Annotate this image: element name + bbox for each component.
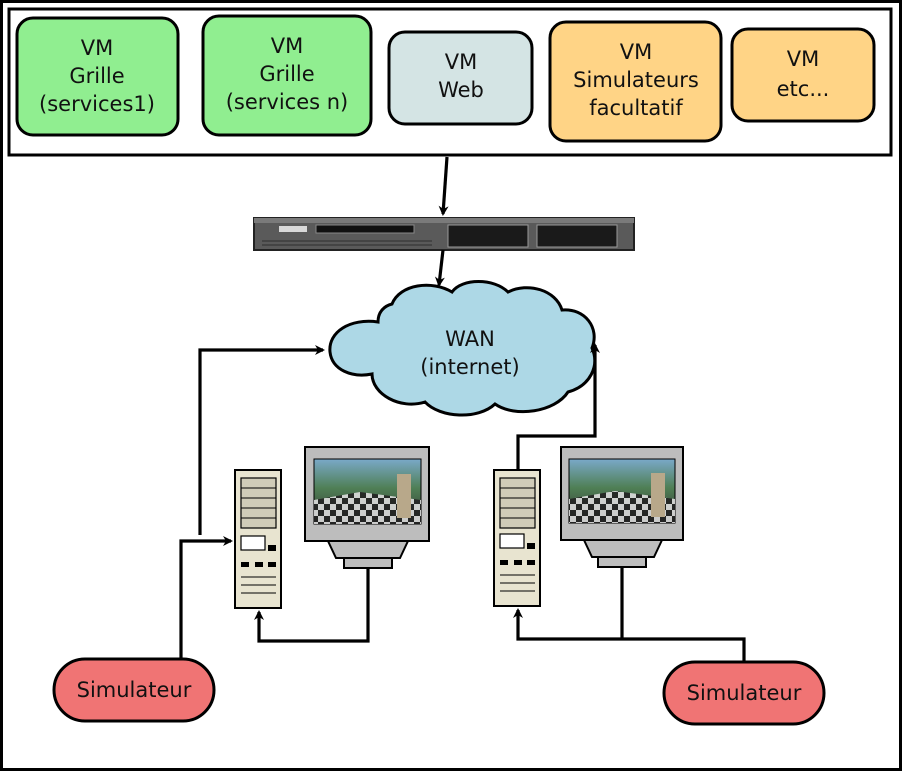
link-left-monitor-to-pc bbox=[254, 568, 370, 643]
arrow-server-to-wan bbox=[434, 249, 445, 287]
simulator-node-left: Simulateur bbox=[52, 657, 216, 723]
rack-slot-1 bbox=[315, 224, 415, 234]
rack-bay-2 bbox=[536, 224, 618, 248]
vm-box-bg bbox=[201, 14, 373, 137]
desktop-tower-icon-right bbox=[493, 469, 541, 607]
rack-top-strip bbox=[254, 218, 634, 223]
monitor-icon-right bbox=[560, 446, 684, 568]
vm-box-grille-1: VM Grille (services1) bbox=[15, 16, 180, 137]
link-sim-right-to-pc bbox=[513, 608, 746, 663]
monitor-icon-left bbox=[304, 446, 430, 569]
vm-box-bg bbox=[387, 30, 534, 126]
monitor-base bbox=[597, 556, 647, 568]
wan-cloud: WAN (internet) bbox=[328, 280, 597, 417]
rack-vents bbox=[262, 240, 432, 246]
vm-label-line: (services1) bbox=[39, 92, 155, 116]
desktop-tower-icon-left bbox=[234, 469, 282, 609]
vm-label-line: VM bbox=[271, 34, 303, 58]
tower-drive-bay bbox=[240, 477, 277, 529]
arrow-host-to-server bbox=[438, 156, 449, 216]
vm-label-line: Simulateurs bbox=[573, 68, 699, 92]
monitor-stand bbox=[326, 540, 410, 559]
vm-label-line: VM bbox=[81, 36, 113, 60]
vm-box-etc: VM etc... bbox=[730, 27, 876, 123]
server-rack-icon bbox=[253, 217, 635, 251]
tower-drive-bay bbox=[499, 477, 536, 529]
vm-label-line: Web bbox=[438, 78, 484, 102]
vm-box-bg bbox=[730, 27, 876, 123]
vm-label-line: Grille bbox=[69, 64, 124, 88]
link-right-pc-to-wan bbox=[516, 343, 600, 470]
vm-label-line: facultatif bbox=[589, 96, 683, 120]
simulator-pill bbox=[662, 660, 826, 726]
rack-bay-1 bbox=[447, 224, 529, 248]
cloud-shape bbox=[328, 280, 597, 417]
rack-indicator bbox=[279, 226, 307, 232]
vm-box-web: VM Web bbox=[387, 30, 534, 126]
vm-box-grille-n: VM Grille (services n) bbox=[201, 14, 373, 137]
monitor-stand bbox=[582, 539, 664, 558]
vm-label-line: VM bbox=[445, 50, 477, 74]
vm-box-bg bbox=[15, 16, 180, 137]
simulator-label: Simulateur bbox=[77, 678, 192, 702]
vm-label-line: (services n) bbox=[226, 90, 349, 114]
vm-label-line: VM bbox=[620, 40, 652, 64]
link-sim-left-to-pc bbox=[179, 536, 233, 660]
link-left-pc-to-wan bbox=[198, 345, 325, 535]
wan-label: WAN bbox=[445, 327, 495, 351]
wan-sublabel: (internet) bbox=[420, 355, 519, 379]
vm-label-line: VM bbox=[787, 47, 819, 71]
vm-box-simulateurs: VM Simulateurs facultatif bbox=[548, 20, 723, 143]
vm-box-bg bbox=[548, 20, 723, 143]
vm-label-line: etc... bbox=[777, 77, 830, 101]
simulator-label: Simulateur bbox=[687, 681, 802, 705]
vm-label-line: Grille bbox=[259, 62, 314, 86]
simulator-pill bbox=[52, 657, 216, 723]
monitor-base bbox=[343, 557, 393, 569]
simulator-node-right: Simulateur bbox=[662, 660, 826, 726]
